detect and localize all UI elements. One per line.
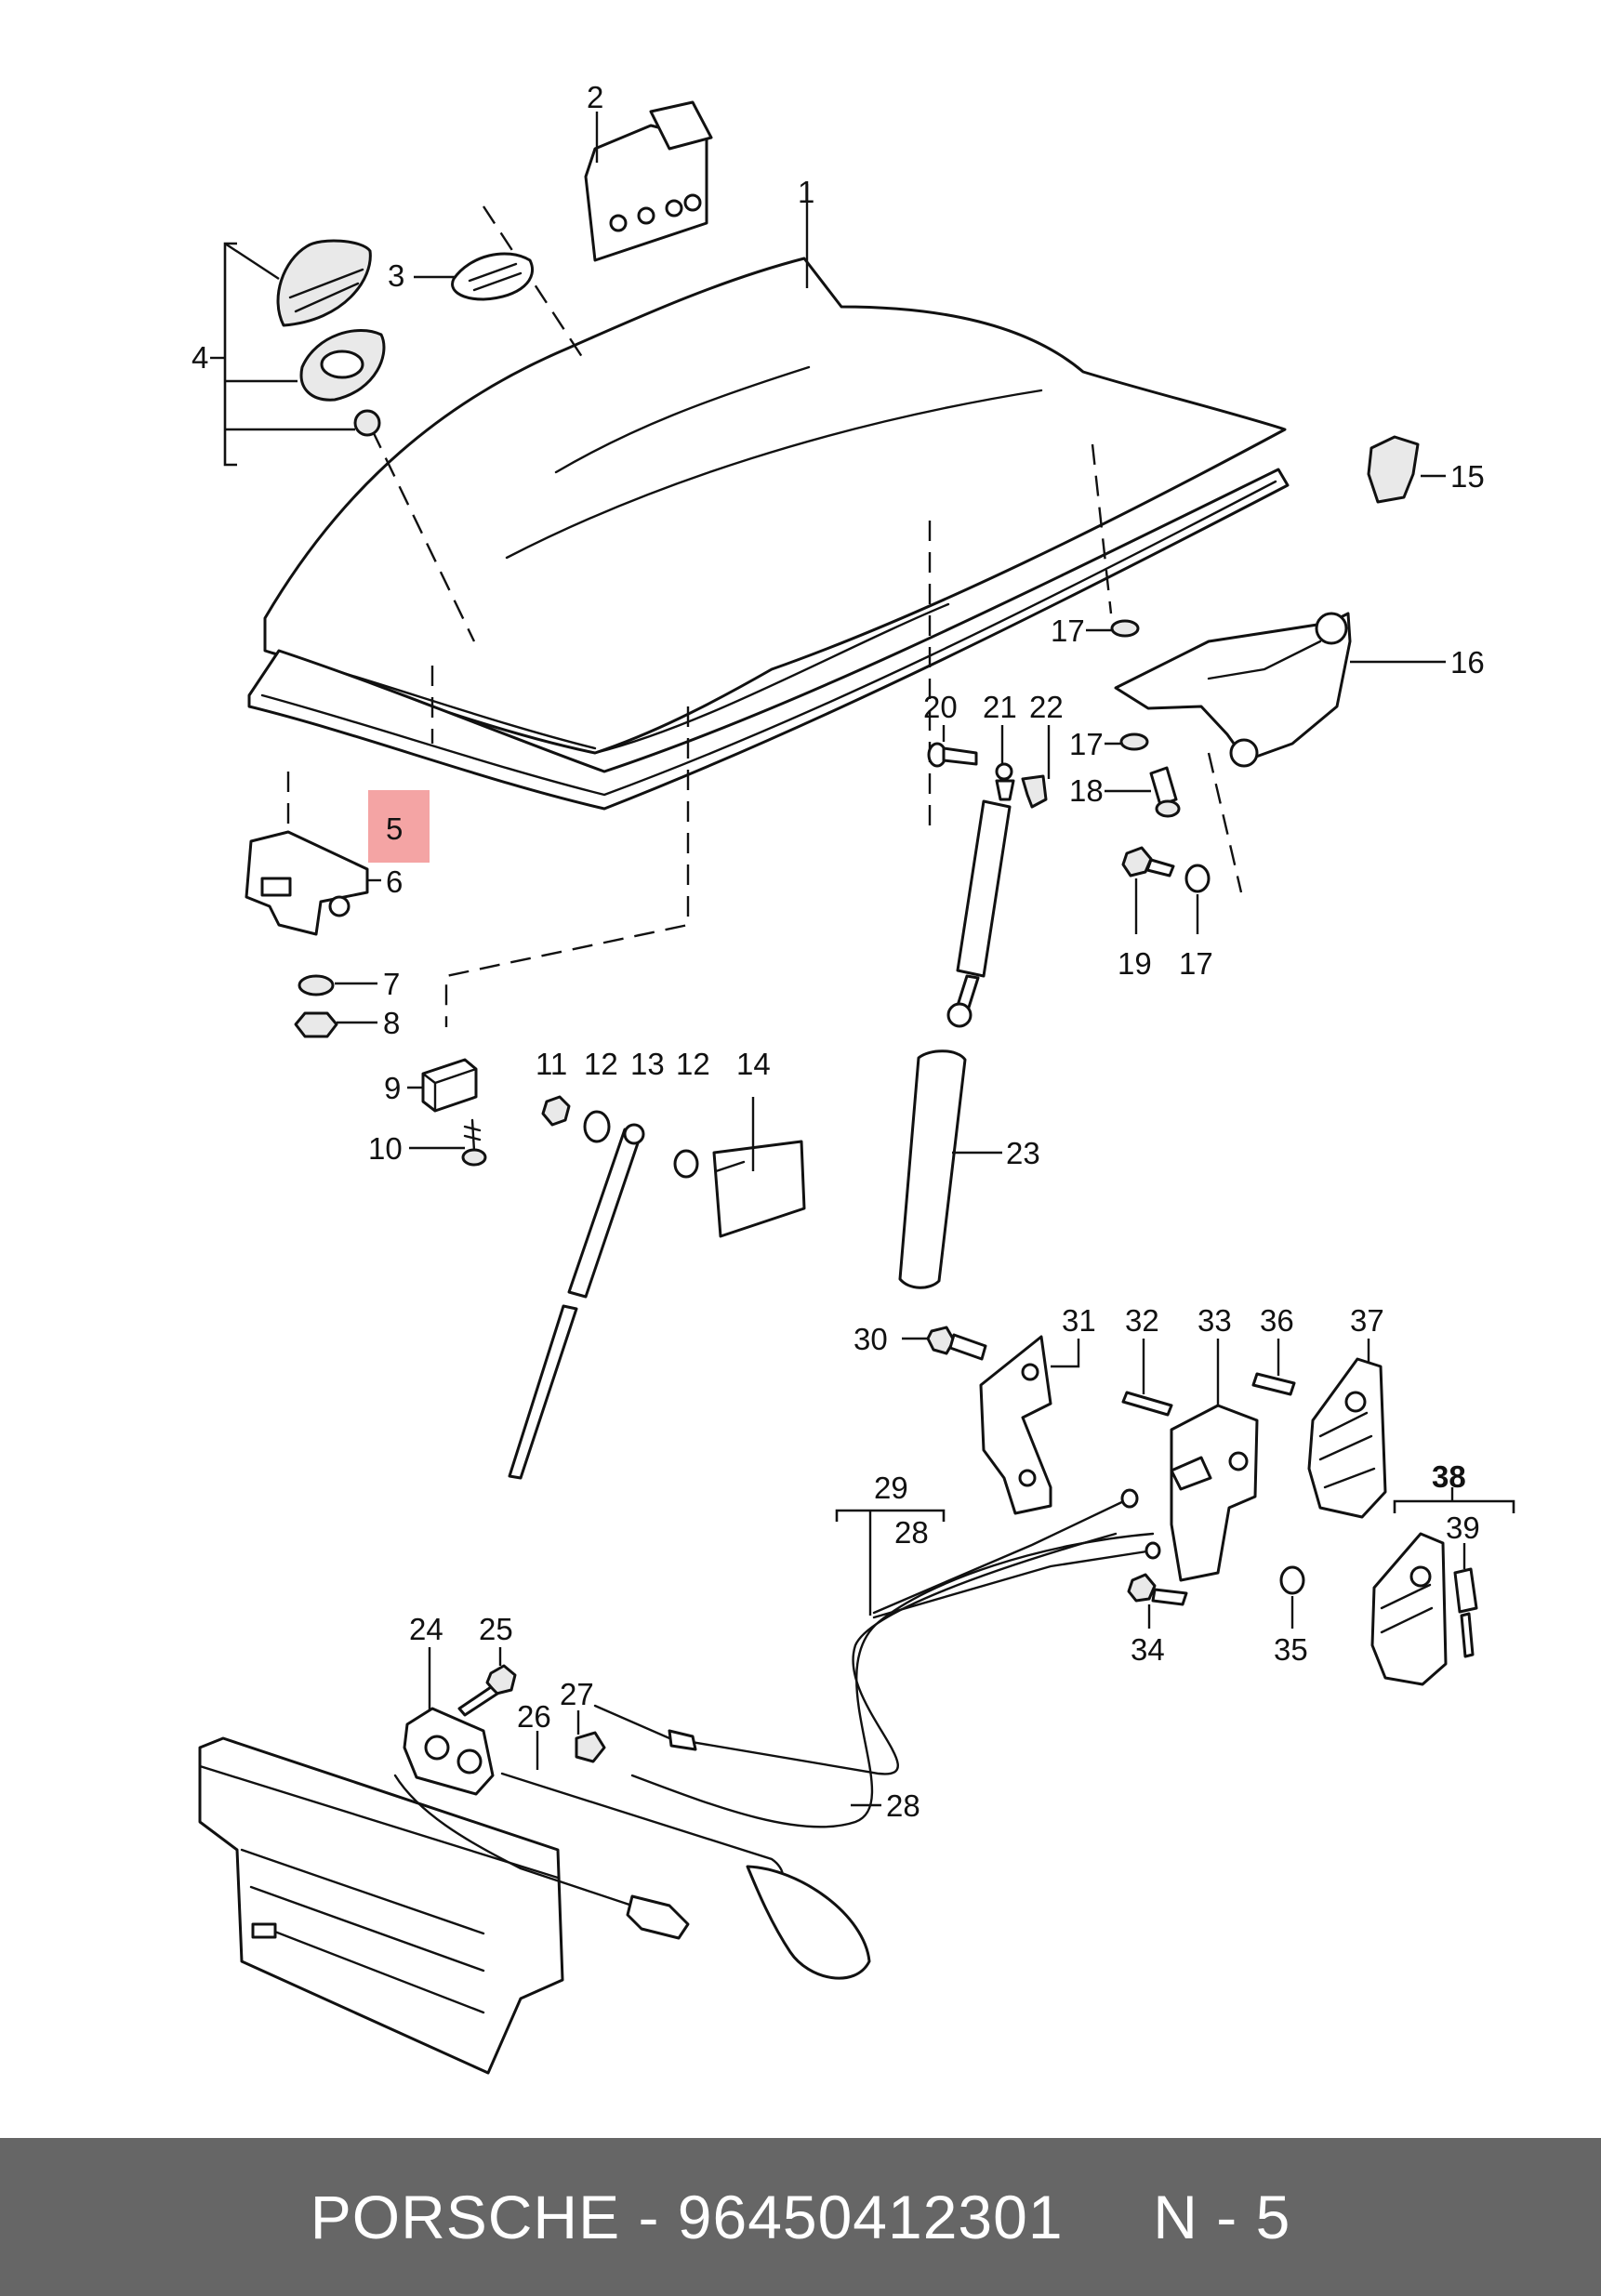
washer-12b bbox=[673, 1149, 699, 1179]
callout-12-second: 12 bbox=[676, 1047, 710, 1081]
washer-35 bbox=[1279, 1565, 1305, 1595]
footer-caption: PORSCHE - 96450412301 N - 5 bbox=[311, 2182, 1291, 2252]
footer-brand: PORSCHE bbox=[310, 2183, 621, 2251]
lock-38 bbox=[1370, 1532, 1448, 1686]
callout-21: 21 bbox=[983, 690, 1017, 724]
lock-33 bbox=[1170, 1404, 1259, 1582]
hood-bracket bbox=[584, 100, 713, 262]
callout-15: 15 bbox=[1450, 459, 1485, 494]
crest-gasket bbox=[299, 329, 386, 402]
lock-37 bbox=[1307, 1357, 1387, 1519]
footer-part-number: 96450412301 bbox=[677, 2183, 1064, 2251]
callout-30: 30 bbox=[853, 1322, 888, 1356]
callout-5: 5 bbox=[386, 812, 403, 846]
highlight-box bbox=[368, 790, 430, 863]
nut-8 bbox=[294, 1011, 338, 1038]
callout-14: 14 bbox=[736, 1047, 771, 1081]
crest-nut bbox=[353, 409, 381, 437]
callout-32: 32 bbox=[1125, 1303, 1159, 1338]
washer-17a bbox=[1110, 619, 1140, 638]
callout-6: 6 bbox=[386, 864, 403, 899]
callout-1: 1 bbox=[798, 175, 814, 209]
callout-labels: 2 1 3 4 5 6 7 8 9 10 11 12 13 12 14 15 1… bbox=[192, 80, 1485, 1823]
callout-13: 13 bbox=[630, 1047, 665, 1081]
callout-17-middle: 17 bbox=[1069, 727, 1104, 761]
callout-16: 16 bbox=[1450, 645, 1485, 680]
pin-36 bbox=[1251, 1372, 1296, 1396]
washer-17c bbox=[1184, 864, 1211, 893]
callout-35: 35 bbox=[1274, 1632, 1308, 1667]
nut-11 bbox=[541, 1095, 571, 1127]
callout-10: 10 bbox=[368, 1131, 403, 1166]
washer-17b bbox=[1119, 732, 1149, 751]
lock-plate-31 bbox=[979, 1335, 1052, 1515]
strut-sleeve bbox=[898, 1049, 967, 1289]
callout-27: 27 bbox=[560, 1677, 594, 1711]
lock-bracket bbox=[245, 830, 369, 936]
callout-7: 7 bbox=[383, 967, 400, 1001]
callout-17-top: 17 bbox=[1051, 614, 1085, 648]
callout-11: 11 bbox=[536, 1047, 567, 1081]
bolt-20 bbox=[927, 742, 978, 768]
footer-position: N - 5 bbox=[1153, 2183, 1291, 2251]
parts-diagram: 2 1 3 4 5 6 7 8 9 10 11 12 13 12 14 15 1… bbox=[192, 80, 1515, 2075]
callout-22: 22 bbox=[1029, 690, 1064, 724]
hood-emblem bbox=[451, 252, 534, 301]
callout-23: 23 bbox=[1006, 1136, 1040, 1170]
callout-2: 2 bbox=[587, 80, 603, 114]
key-39 bbox=[1453, 1567, 1478, 1658]
hood-seal bbox=[247, 468, 1290, 811]
front-panel bbox=[198, 1736, 564, 2075]
washer-12a bbox=[583, 1110, 611, 1143]
callout-28-top: 28 bbox=[894, 1515, 929, 1550]
hood-hinge-16 bbox=[1114, 612, 1352, 768]
callout-12: 12 bbox=[584, 1047, 618, 1081]
callout-31: 31 bbox=[1062, 1303, 1096, 1338]
callout-20: 20 bbox=[923, 690, 958, 724]
prop-bracket bbox=[712, 1097, 806, 1238]
gas-strut bbox=[946, 762, 1015, 1028]
bolt-25 bbox=[457, 1664, 517, 1717]
callout-29: 29 bbox=[874, 1471, 908, 1505]
callout-4: 4 bbox=[192, 340, 208, 375]
latch-24 bbox=[403, 1707, 495, 1796]
clip-27 bbox=[575, 1731, 606, 1763]
footer-separator: - bbox=[638, 2183, 660, 2251]
callout-38: 38 bbox=[1432, 1459, 1466, 1494]
callout-18: 18 bbox=[1069, 773, 1104, 808]
clip-22 bbox=[1021, 774, 1048, 809]
callout-37: 37 bbox=[1350, 1303, 1384, 1338]
callout-34: 34 bbox=[1131, 1632, 1165, 1667]
buffer-9 bbox=[421, 1058, 478, 1113]
callout-28-bottom: 28 bbox=[886, 1788, 920, 1823]
callout-3: 3 bbox=[388, 258, 404, 293]
washer-7 bbox=[298, 974, 335, 996]
release-cable-26 bbox=[393, 1772, 871, 1980]
callout-24: 24 bbox=[409, 1612, 443, 1646]
callout-8: 8 bbox=[383, 1006, 400, 1040]
screw-10 bbox=[461, 1118, 487, 1167]
dashed-lines bbox=[286, 205, 1243, 1027]
pin-32 bbox=[1121, 1391, 1173, 1417]
callout-26: 26 bbox=[517, 1699, 551, 1734]
callout-33: 33 bbox=[1197, 1303, 1232, 1338]
bolt-19 bbox=[1121, 846, 1175, 877]
footer-bar: PORSCHE - 96450412301 N - 5 bbox=[0, 2138, 1601, 2296]
hood-stop-15 bbox=[1367, 435, 1420, 504]
callout-25: 25 bbox=[479, 1612, 513, 1646]
bolt-30 bbox=[926, 1326, 987, 1361]
callout-19: 19 bbox=[1118, 946, 1152, 981]
callout-36: 36 bbox=[1260, 1303, 1294, 1338]
callout-17-bottom: 17 bbox=[1179, 946, 1213, 981]
cables-28-29 bbox=[593, 1488, 1161, 1828]
bolt-18 bbox=[1149, 766, 1181, 818]
callout-39: 39 bbox=[1446, 1511, 1480, 1545]
bolt-34 bbox=[1127, 1573, 1188, 1606]
callout-9: 9 bbox=[384, 1071, 401, 1105]
prop-rod bbox=[508, 1123, 645, 1480]
crest-badge bbox=[276, 239, 372, 327]
